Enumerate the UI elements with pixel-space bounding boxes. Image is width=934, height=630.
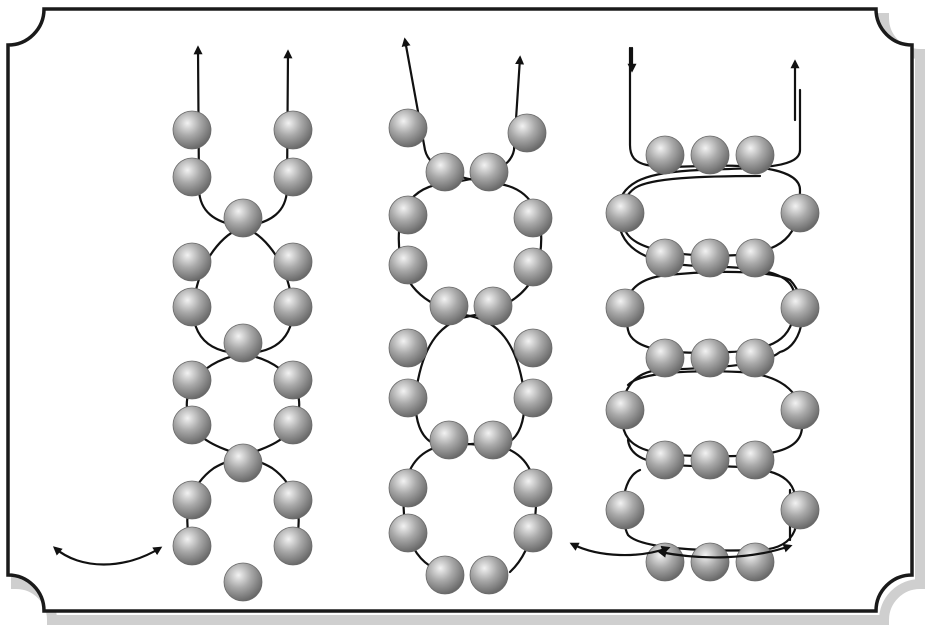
center-bead (223, 443, 263, 483)
chain-bead (388, 513, 428, 553)
ladder-bead (780, 288, 820, 328)
chain-bead (513, 328, 553, 368)
ladder-bead (735, 338, 775, 378)
center-bead (223, 562, 263, 602)
side-bead (273, 526, 313, 566)
side-bead (172, 405, 212, 445)
chain-bead (425, 152, 465, 192)
chain-bead (469, 152, 509, 192)
chain-bead (513, 468, 553, 508)
ladder-bead (780, 490, 820, 530)
chain-bead (425, 555, 465, 595)
chain-bead (513, 247, 553, 287)
side-bead (273, 360, 313, 400)
side-bead (172, 287, 212, 327)
side-bead (172, 480, 212, 520)
ladder-bead (735, 542, 775, 582)
ladder-bead (690, 338, 730, 378)
chain-bead (388, 195, 428, 235)
chain-bead (473, 286, 513, 326)
chain-bead (388, 468, 428, 508)
chain-bead (388, 245, 428, 285)
chain-bead (513, 513, 553, 553)
chain-bead (429, 420, 469, 460)
side-bead (273, 110, 313, 150)
side-bead (273, 242, 313, 282)
chain-bead (469, 555, 509, 595)
ladder-bead (690, 238, 730, 278)
ladder-bead (645, 338, 685, 378)
ladder-bead (735, 135, 775, 175)
double-arrow-panel-3-right (657, 543, 793, 559)
ladder-bead (735, 238, 775, 278)
chain-bead (513, 198, 553, 238)
ladder-bead (605, 490, 645, 530)
side-bead (172, 526, 212, 566)
side-bead (273, 405, 313, 445)
side-bead (172, 157, 212, 197)
ladder-bead (780, 390, 820, 430)
thread-overlay (52, 542, 793, 566)
side-bead (273, 287, 313, 327)
double-arrow-panel-1 (52, 546, 163, 566)
thread-right-strand-2 (401, 37, 543, 574)
side-bead (172, 242, 212, 282)
center-bead (223, 198, 263, 238)
center-bead (223, 323, 263, 363)
ladder-bead (645, 135, 685, 175)
side-bead (273, 157, 313, 197)
ladder-bead (690, 135, 730, 175)
chain-bead (507, 113, 547, 153)
side-bead (273, 480, 313, 520)
ladder-bead (690, 440, 730, 480)
ladder-bead (645, 440, 685, 480)
ladder-bead (605, 288, 645, 328)
ladder-bead (735, 440, 775, 480)
ladder-bead (645, 238, 685, 278)
chain-bead (513, 378, 553, 418)
bead-layer (172, 108, 820, 602)
ladder-bead (605, 193, 645, 233)
side-bead (172, 110, 212, 150)
chain-bead (388, 328, 428, 368)
chain-bead (388, 108, 428, 148)
chain-bead (473, 420, 513, 460)
ladder-bead (605, 390, 645, 430)
ladder-bead (690, 542, 730, 582)
side-bead (172, 360, 212, 400)
chain-bead (429, 286, 469, 326)
ladder-bead (780, 193, 820, 233)
chain-bead (388, 378, 428, 418)
